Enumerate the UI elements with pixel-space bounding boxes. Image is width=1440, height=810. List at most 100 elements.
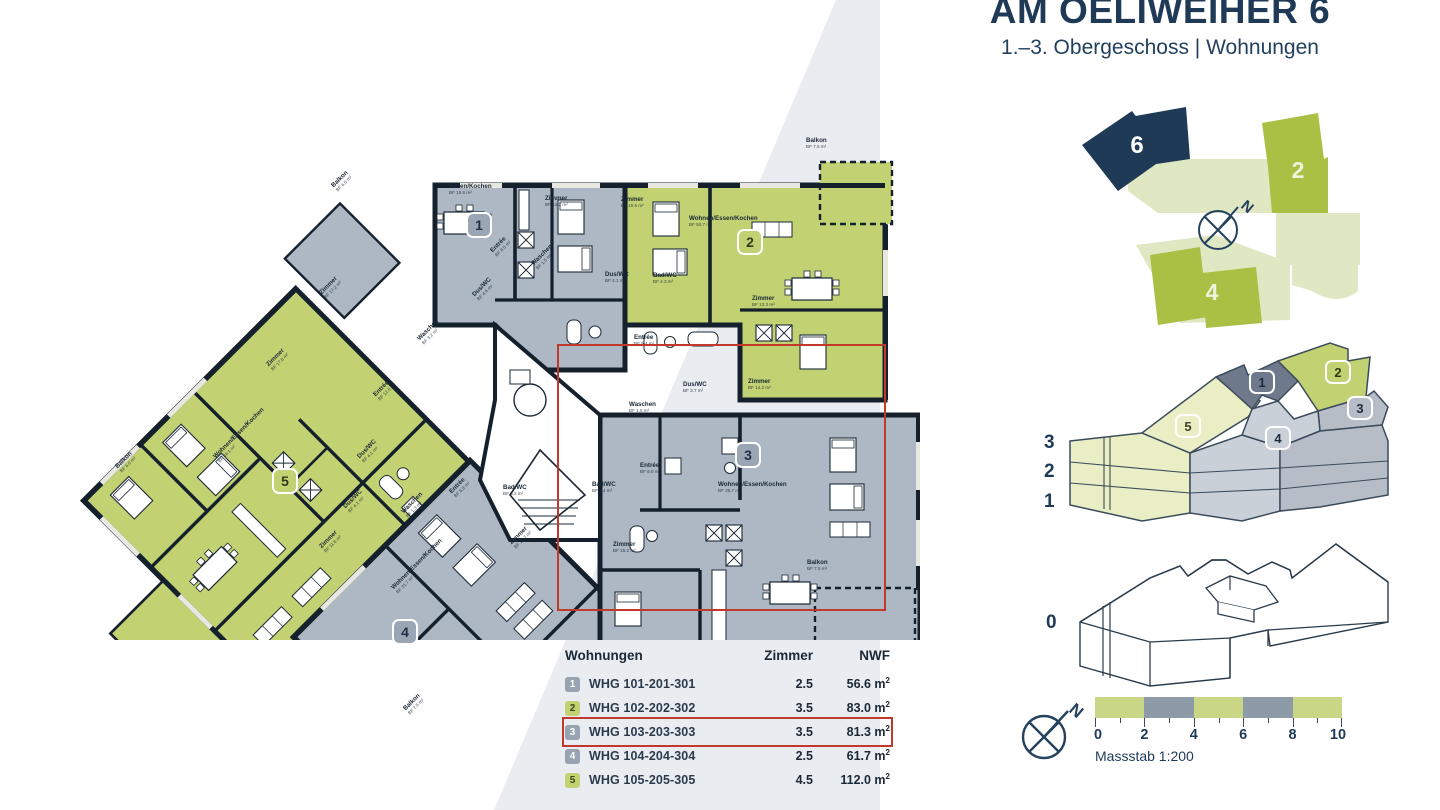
floor-label-1: 1 xyxy=(1044,490,1055,512)
axo-badge-4[interactable]: 4 xyxy=(1265,426,1291,450)
axo-roof-2[interactable] xyxy=(1276,342,1371,412)
legend-badge-5: 5 xyxy=(565,772,580,788)
legend-row-3[interactable]: 3 WHG 103-203-303 3.5 81.3 m2 xyxy=(562,717,893,747)
site-key-plan[interactable]: 2 4 6 N xyxy=(1040,95,1420,335)
legend-row-2[interactable]: 2 WHG 102-202-302 3.5 83.0 m2 xyxy=(565,696,890,720)
axonometric-ground-drawing xyxy=(1079,543,1389,687)
site-block-base-east xyxy=(1276,213,1360,265)
ground-floor-label: 0 xyxy=(1046,612,1057,633)
axo-badge-1[interactable]: 1 xyxy=(1249,370,1275,394)
legend-label-4: WHG 104-204-304 xyxy=(589,749,696,763)
legend-header-nwf: NWF xyxy=(859,648,890,663)
axo-badge-3[interactable]: 3 xyxy=(1347,396,1373,420)
svg-text:5: 5 xyxy=(1184,419,1191,434)
legend-label-2: WHG 102-202-302 xyxy=(589,701,696,715)
axo-badge-2[interactable]: 2 xyxy=(1325,360,1351,384)
scale-ticks xyxy=(1095,718,1342,727)
scale-tick-10: 10 xyxy=(1329,727,1347,743)
scale-seg-6-8 xyxy=(1243,697,1293,718)
site-building-4[interactable]: 4 xyxy=(1150,247,1262,328)
svg-text:3: 3 xyxy=(1356,401,1363,416)
north-label: N xyxy=(1065,700,1086,722)
apt-badge-5[interactable]: 5 xyxy=(272,468,298,494)
legend-badge-4: 4 xyxy=(565,748,580,764)
scale-tick-8: 8 xyxy=(1288,727,1297,743)
floor-level-labels: 3 2 1 xyxy=(1044,428,1055,516)
legend-label-3: WHG 103-203-303 xyxy=(589,725,696,739)
scale-seg-0-2 xyxy=(1095,697,1145,718)
legend-zimmer-3: 3.5 xyxy=(795,725,813,739)
legend-label-5: WHG 105-205-305 xyxy=(589,773,696,787)
axonometric-ground-floor[interactable] xyxy=(1040,530,1420,690)
site-plan-drawing: 2 4 6 N xyxy=(1082,107,1360,328)
legend-header-zimmer: Zimmer xyxy=(764,648,813,663)
scale-tick-4: 4 xyxy=(1189,727,1198,743)
site-block-base-hook xyxy=(1292,253,1358,299)
site-building-label-6: 6 xyxy=(1130,132,1143,159)
axo-facade-east xyxy=(1279,424,1389,512)
legend-nwf-2: 83.0 m2 xyxy=(846,700,890,716)
scale-caption: Massstab 1:200 xyxy=(1095,748,1194,764)
legend-badge-1: 1 xyxy=(565,676,580,692)
scale-seg-8-10 xyxy=(1292,697,1343,718)
legend-header-wohnungen: Wohnungen xyxy=(565,648,643,663)
axonometric-drawing: 1 2 3 4 5 xyxy=(1069,342,1389,522)
svg-text:1: 1 xyxy=(1258,375,1265,390)
svg-text:4: 4 xyxy=(1274,431,1282,446)
axo-facade-center xyxy=(1189,434,1281,522)
site-building-2[interactable]: 2 xyxy=(1262,113,1328,213)
apt-badge-2[interactable]: 2 xyxy=(737,229,763,255)
legend-zimmer-2: 3.5 xyxy=(795,701,813,715)
legend-nwf-3: 81.3 m2 xyxy=(846,724,890,740)
scale-tick-0: 0 xyxy=(1093,727,1103,743)
floor-label-3: 3 xyxy=(1044,432,1055,453)
legend-badge-2: 2 xyxy=(565,700,580,716)
legend-label-1: WHG 101-201-301 xyxy=(589,677,696,691)
legend-row-4[interactable]: 4 WHG 104-204-304 2.5 61.7 m2 xyxy=(565,744,890,768)
axo-badge-5[interactable]: 5 xyxy=(1175,414,1201,438)
floor-label-2: 2 xyxy=(1044,461,1055,483)
north-arrow-large-icon: N xyxy=(1021,700,1086,760)
scale-tick-labels: 0 2 4 6 8 10 xyxy=(1093,727,1346,745)
page-title: AM OELIWEIHER 6 xyxy=(989,0,1331,31)
legend-row-5[interactable]: 5 WHG 105-205-305 4.5 112.0 m2 xyxy=(565,768,890,792)
legend-zimmer-5: 4.5 xyxy=(795,773,813,787)
site-building-label-4: 4 xyxy=(1206,279,1219,305)
legend-zimmer-4: 2.5 xyxy=(795,749,813,763)
legend-header-row: Wohnungen Zimmer NWF xyxy=(565,648,890,672)
page-subtitle: 1.–3. Obergeschoss | Wohnungen xyxy=(1001,36,1319,59)
apt-badge-1[interactable]: 1 xyxy=(466,212,492,238)
site-block-base-north xyxy=(1128,159,1276,213)
scale-tick-2: 2 xyxy=(1140,727,1149,743)
apt-badge-3[interactable]: 3 xyxy=(735,442,761,468)
axonometric-upper-floors[interactable]: 1 2 3 4 5 xyxy=(1030,335,1420,535)
scale-bar: 0 2 4 6 8 10 Massstab 1:200 xyxy=(1093,697,1355,764)
header: AM OELIWEIHER 6 1.–3. Obergeschoss | Woh… xyxy=(880,0,1440,60)
scale-seg-4-6 xyxy=(1193,697,1244,718)
legend-nwf-4: 61.7 m2 xyxy=(846,748,890,764)
svg-text:2: 2 xyxy=(1334,365,1341,380)
scale-bar-segments xyxy=(1095,697,1343,718)
site-building-6[interactable]: 6 xyxy=(1082,107,1190,191)
legend-row-1[interactable]: 1 WHG 101-201-301 2.5 56.6 m2 xyxy=(565,672,890,696)
site-building-label-2: 2 xyxy=(1292,157,1305,183)
legend-zimmer-1: 2.5 xyxy=(795,677,813,691)
legend-badge-3: 3 xyxy=(565,724,580,740)
apt-badge-4[interactable]: 4 xyxy=(392,619,418,645)
